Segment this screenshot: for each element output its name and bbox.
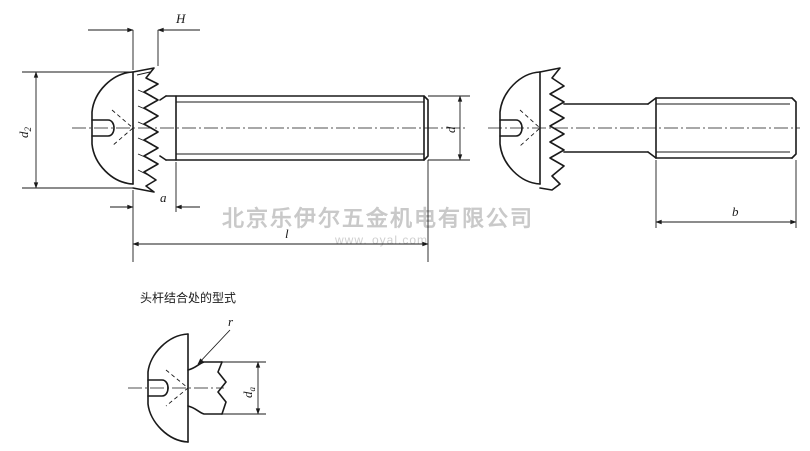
- screw-right-view: b: [488, 67, 800, 228]
- tooth-washer-left: [132, 67, 159, 193]
- cone-hidden-right: [519, 109, 541, 147]
- shank-chamfer-top: [159, 95, 167, 101]
- label-da: da: [240, 387, 257, 399]
- detail-break-line: [217, 361, 227, 415]
- detail-head: [147, 333, 189, 443]
- screw-head-right: [499, 71, 541, 185]
- head-slot-right: [499, 119, 523, 137]
- tooth-washer-right: [539, 67, 565, 191]
- label-l: l: [285, 226, 289, 241]
- screw-head-left: [91, 71, 134, 185]
- watermark-company: 北京乐伊尔五金机电有限公司: [222, 206, 534, 232]
- screw-tip-right: [791, 97, 797, 159]
- shank-chamfer-bottom: [159, 155, 167, 161]
- label-d: d: [443, 126, 458, 133]
- label-d2: d2: [16, 127, 33, 139]
- washer-hatch-left: [136, 71, 153, 177]
- watermark-url: www. oyal.com: [334, 233, 428, 247]
- leader-r: [197, 329, 231, 365]
- detail-fillet-top: [187, 361, 223, 371]
- thread-run-out-bottom: [647, 151, 657, 159]
- detail-fillet-bottom: [187, 405, 223, 415]
- watermark: 北京乐伊尔五金机电有限公司 www. oyal.com: [222, 206, 534, 247]
- label-r: r: [228, 314, 234, 329]
- detail-caption: 头杆结合处的型式: [140, 290, 236, 305]
- screw-left-view: H d2 d a l: [16, 11, 470, 262]
- thread-run-out-top: [647, 97, 657, 105]
- screw-tip-left: [423, 95, 429, 161]
- label-b: b: [732, 204, 739, 219]
- detail-cone-hidden: [165, 369, 189, 407]
- detail-slot: [147, 379, 169, 397]
- cone-hidden-left: [111, 109, 134, 147]
- head-slot-left: [91, 119, 115, 137]
- junction-detail: 头杆结合处的型式 r da: [128, 290, 266, 443]
- label-h: H: [175, 11, 186, 26]
- label-a: a: [160, 190, 167, 205]
